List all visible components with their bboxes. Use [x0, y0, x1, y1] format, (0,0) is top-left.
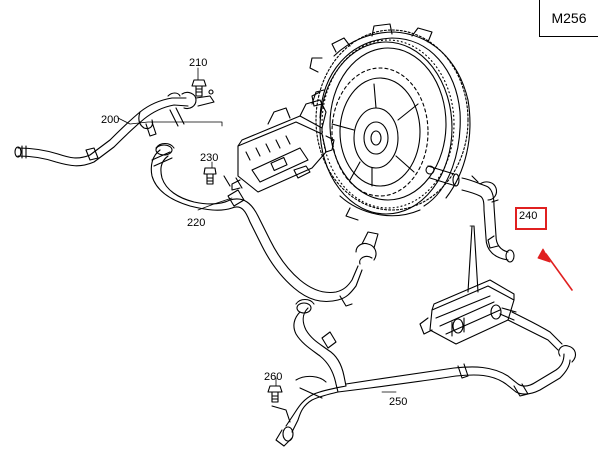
label-230: 230 [200, 152, 218, 164]
hose-250[interactable] [271, 298, 577, 447]
label-250: 250 [389, 396, 407, 408]
bolt-210[interactable] [191, 79, 207, 97]
leader-lines [117, 67, 475, 393]
label-220: 220 [187, 217, 205, 229]
bolt-260[interactable] [267, 385, 283, 403]
motor-housing [309, 23, 471, 221]
label-240: 240 [519, 210, 538, 222]
hose-200[interactable] [14, 89, 215, 167]
hose-240[interactable] [461, 175, 515, 263]
label-260: 260 [264, 371, 282, 383]
hose-220[interactable] [150, 142, 379, 307]
highlight-box-240 [515, 207, 547, 230]
label-200: 200 [101, 114, 119, 126]
highlight-arrow [537, 248, 573, 291]
label-210: 210 [189, 57, 207, 69]
model-code-box: M256 [539, 0, 598, 37]
oil-cooler[interactable] [419, 225, 563, 351]
model-code: M256 [551, 10, 587, 26]
bolt-230[interactable] [203, 167, 217, 185]
